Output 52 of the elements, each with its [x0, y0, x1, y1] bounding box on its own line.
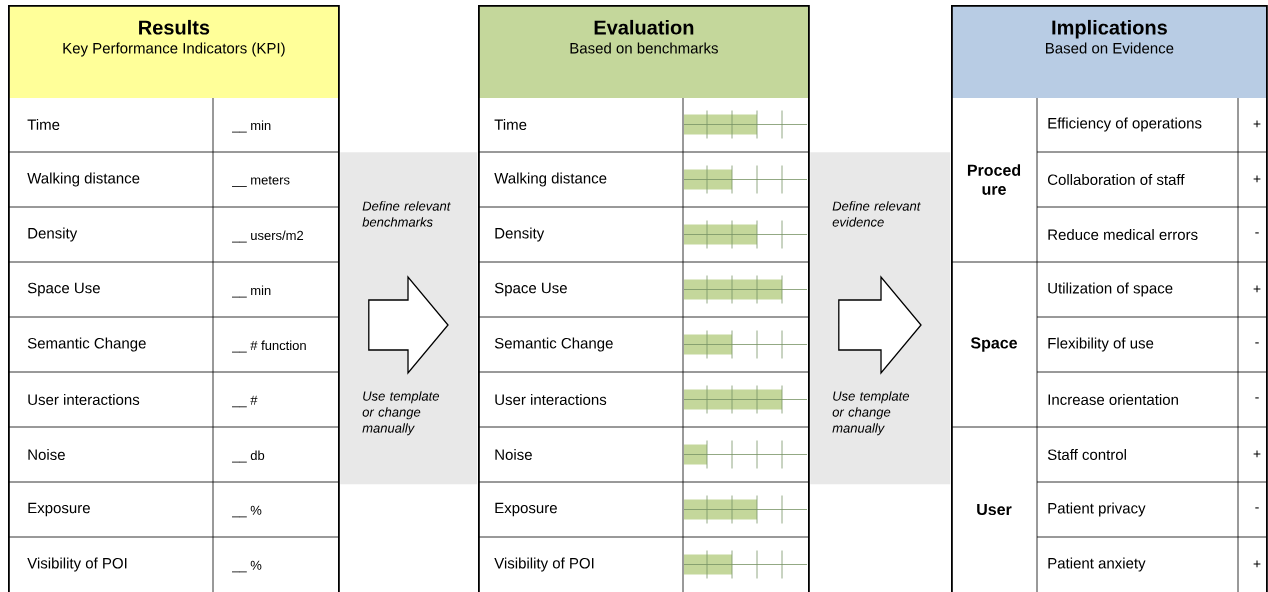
kpi-label: Exposure [495, 502, 557, 517]
unit-label: __ # [232, 395, 258, 408]
kpi-label: User interactions [28, 394, 140, 405]
group-label: Space [970, 337, 1018, 352]
implication-label: Patient anxiety [1048, 557, 1146, 572]
sign-label: - [1255, 397, 1259, 399]
sign-label: + [1253, 285, 1261, 293]
implication-label: Staff control [1047, 449, 1126, 460]
implication-label: Flexibility of use [1048, 337, 1154, 352]
sign-label: - [1255, 342, 1259, 344]
group-label: Proced ure [967, 164, 1021, 195]
kpi-label: Density [28, 227, 78, 242]
kpi-label: Space Use [27, 282, 100, 297]
kpi-label: Visibility of POI [27, 557, 127, 572]
kpi-label: Exposure [28, 502, 90, 517]
kpi-label: Semantic Change [27, 337, 146, 352]
unit-label: __ # function [232, 340, 306, 353]
block-arrow [368, 275, 449, 375]
kpi-label: Density [495, 227, 545, 242]
kpi-label: Noise [495, 449, 532, 460]
unit-label: __ db [232, 450, 265, 463]
kpi-label: Visibility of POI [494, 557, 594, 572]
kpi-label: Noise [28, 449, 65, 460]
sign-label: + [1253, 175, 1261, 183]
implication-label: Patient privacy [1048, 502, 1146, 517]
implication-label: Collaboration of staff [1048, 174, 1185, 185]
implication-label: Reduce medical errors [1048, 229, 1198, 240]
kpi-label: Space Use [494, 282, 567, 297]
instruction-band: Define relevant benchmarks Use template or change manually [340, 152, 478, 485]
unit-label: __ min [232, 285, 271, 298]
kpi-label: Walking distance [494, 172, 607, 187]
kpi-label: Walking distance [27, 172, 140, 187]
implication-label: Increase orientation [1048, 394, 1178, 405]
unit-label: __ users/m2 [232, 230, 304, 243]
implication-label: Utilization of space [1048, 282, 1173, 297]
sign-label: - [1255, 507, 1259, 509]
sign-label: + [1253, 120, 1261, 128]
sign-label: - [1255, 232, 1259, 234]
kpi-label: Time [494, 119, 527, 130]
kpi-label: Semantic Change [494, 337, 613, 352]
kpi-label: Time [27, 119, 60, 130]
unit-label: __ meters [232, 176, 290, 187]
unit-label: __ % [232, 560, 262, 573]
sign-label: + [1253, 560, 1261, 568]
unit-label: __ min [232, 120, 271, 133]
unit-label: __ % [232, 505, 262, 518]
sign-label: + [1253, 450, 1261, 458]
kpi-label: User interactions [495, 394, 607, 405]
instruction-band: Define relevant evidence Use template or change manually [810, 152, 951, 485]
block-arrow [838, 275, 922, 375]
implication-label: Efficiency of operations [1048, 117, 1202, 132]
group-label: User [977, 503, 1012, 516]
